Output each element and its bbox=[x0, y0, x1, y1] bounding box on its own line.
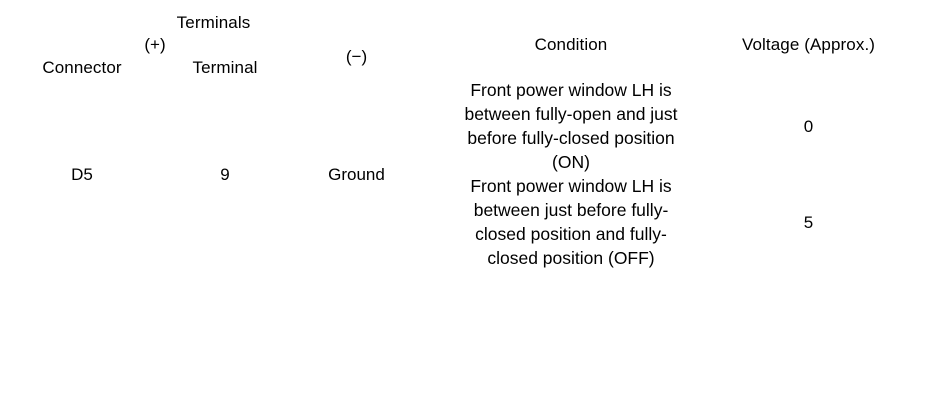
condition-on-line-2: between fully-open and just bbox=[464, 104, 678, 125]
condition-off-line-4: closed position (OFF) bbox=[487, 248, 655, 269]
header-row-columns: Connector Terminal bbox=[12, 57, 890, 79]
cell-voltage-off: 5 bbox=[803, 212, 814, 232]
terminal-voltage-spec-table: Terminals Condition Voltage (Approx.) (+… bbox=[12, 12, 890, 271]
header-connector: Connector bbox=[42, 57, 122, 77]
condition-off-line-1: Front power window LH is bbox=[470, 176, 672, 197]
cell-condition-off: Front power window LH is between just be… bbox=[415, 175, 727, 271]
header-terminals: Terminals bbox=[176, 13, 251, 32]
table-row: D5 9 Ground Front power window LH is bet… bbox=[12, 79, 890, 184]
header-row-terminals: Terminals Condition Voltage (Approx.) bbox=[12, 12, 890, 54]
condition-off-line-2: between just before fully- bbox=[473, 200, 669, 221]
condition-off-line-3: closed position and fully- bbox=[475, 224, 667, 245]
cell-ground: Ground bbox=[328, 164, 385, 184]
cell-terminal: 9 bbox=[220, 164, 230, 184]
header-voltage-line1: Voltage bbox=[741, 35, 800, 55]
condition-on-line-1: Front power window LH is bbox=[470, 80, 672, 101]
header-row-polarity: (+) (−) bbox=[12, 34, 890, 65]
condition-on-line-4: (ON) bbox=[552, 152, 590, 173]
header-voltage: Voltage (Approx.) bbox=[727, 12, 890, 79]
cell-voltage-on: 0 bbox=[803, 117, 814, 137]
header-plus: (+) bbox=[144, 35, 166, 55]
header-terminal: Terminal bbox=[192, 57, 258, 77]
header-voltage-line2: (Approx.) bbox=[804, 35, 876, 55]
cell-connector: D5 bbox=[71, 164, 93, 184]
condition-on-line-3: before fully-closed position bbox=[467, 128, 675, 149]
cell-condition-on: Front power window LH is between fully-o… bbox=[415, 79, 727, 175]
header-minus: (−) bbox=[345, 46, 368, 66]
table-row: Front power window LH is between just be… bbox=[12, 175, 890, 271]
header-condition: Condition bbox=[534, 35, 608, 55]
